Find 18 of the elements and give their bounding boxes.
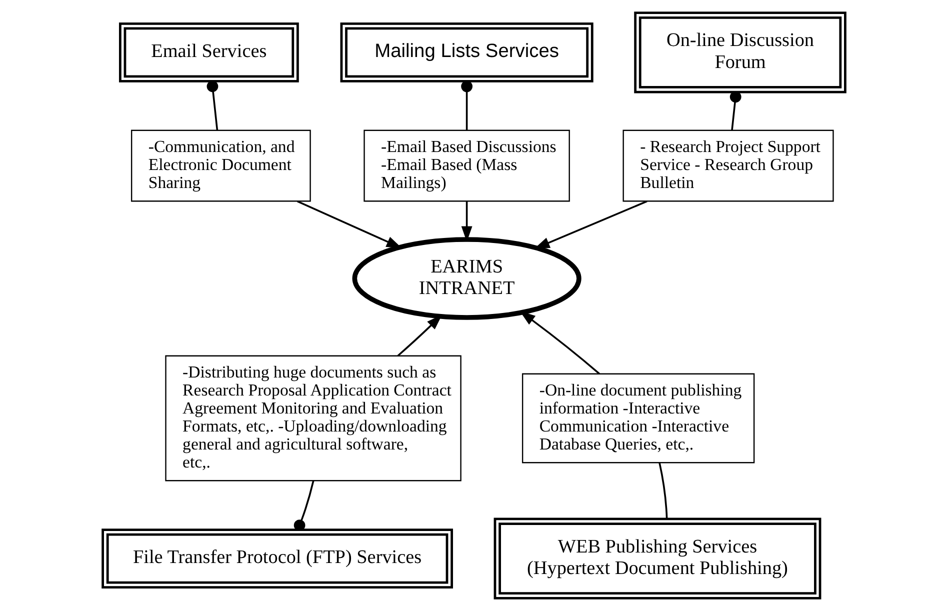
node-box: -Email Based Discussions -Email Based (Mass Mailings)	[363, 130, 570, 202]
arrow	[460, 201, 472, 242]
node-box: Email Services	[118, 22, 298, 82]
node-box: Mailing Lists Services	[340, 22, 593, 82]
node-box: -Communication, and Electronic Document Sharing	[130, 130, 310, 202]
node-box: File Transfer Protocol (FTP) Services	[101, 528, 452, 589]
connector	[206, 80, 218, 130]
arrow	[296, 200, 402, 248]
node-box: - Research Project Support Service - Research Group Bulletin	[622, 130, 834, 202]
node-box: WEB Publishing Services (Hypertext Document Publishing)	[493, 518, 821, 600]
connector	[293, 480, 314, 531]
connector	[460, 80, 472, 130]
arrow	[519, 311, 600, 374]
connector	[729, 91, 741, 130]
node-box: On-line Discussion Forum	[634, 12, 846, 94]
connector	[658, 462, 668, 519]
node-box: -Distributing huge documents such as Research Proposal Application Contract Agreement Monitoring and Evaluation Formats, etc,. -Uploading/downloading general and agricultural software, etc,.	[164, 355, 461, 482]
node-box: -On-line document publishing information -Interactive Communication -Interactive Database Queries, etc,.	[521, 373, 754, 464]
